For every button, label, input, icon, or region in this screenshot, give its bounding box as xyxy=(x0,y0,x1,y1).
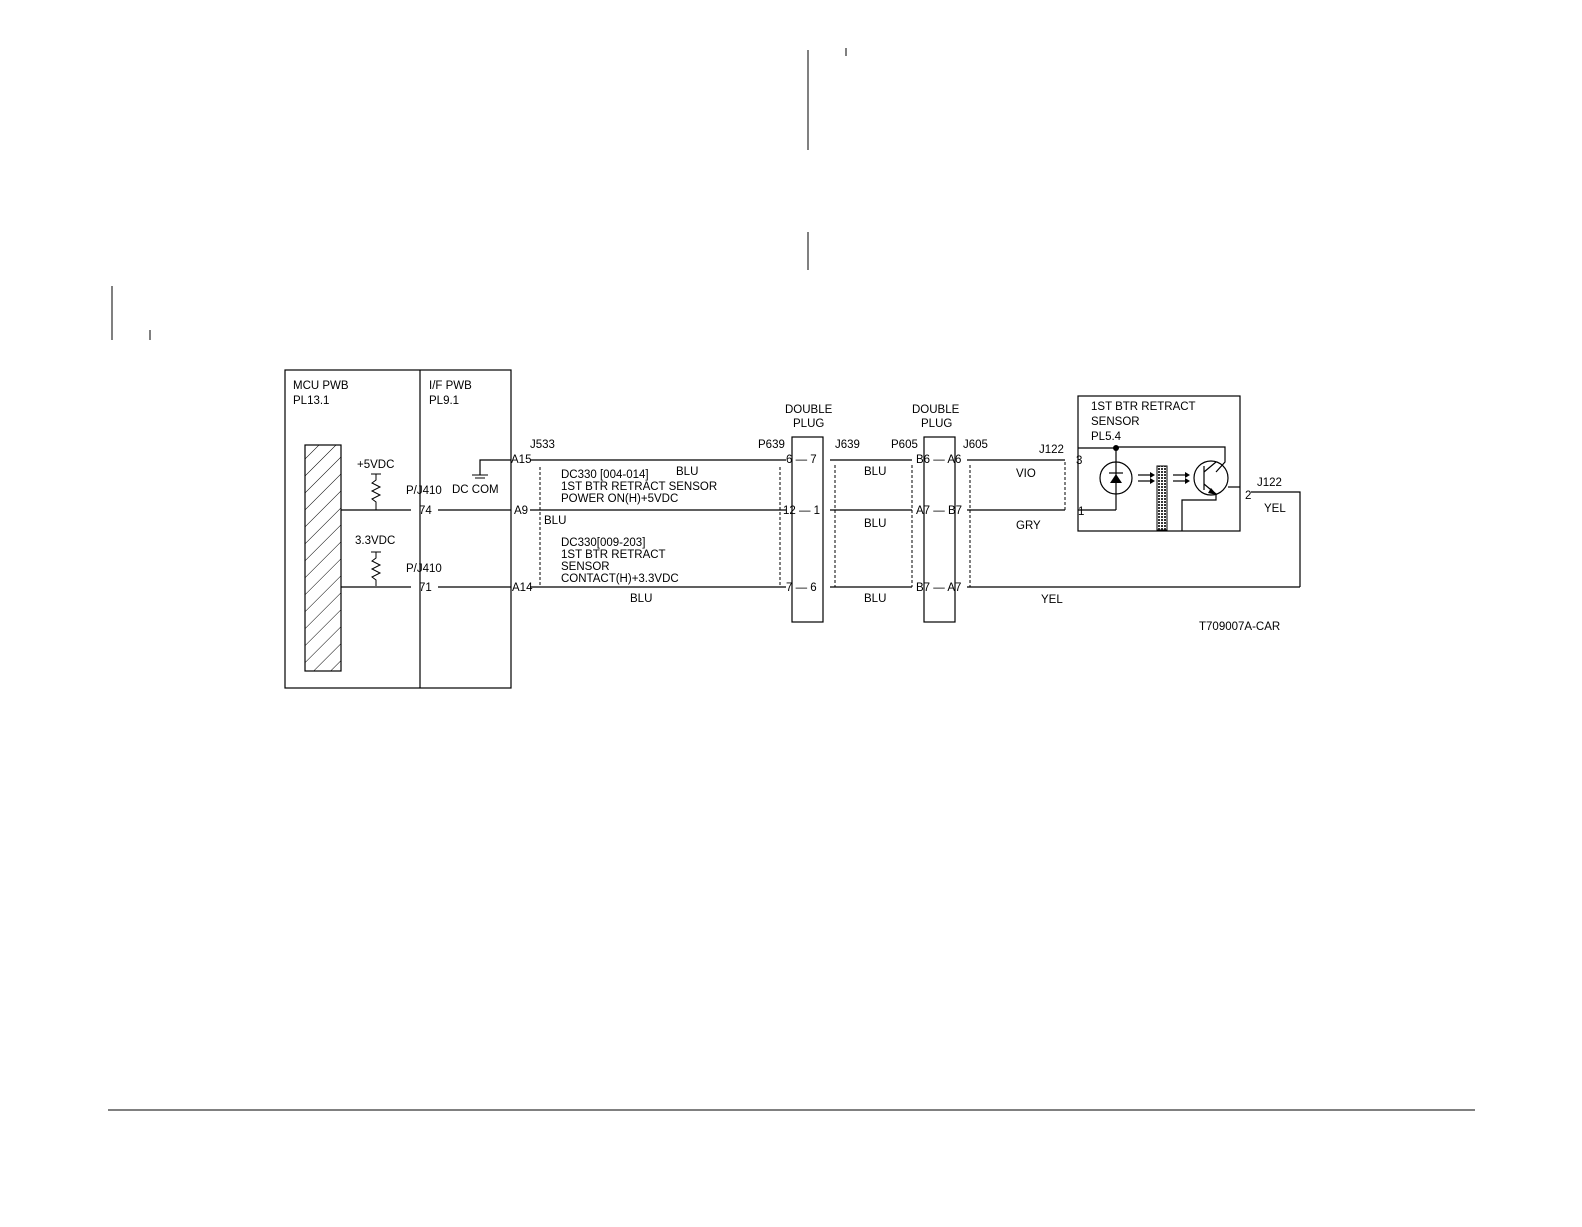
wire2-blu-bottom: BLU xyxy=(864,593,886,605)
if-board-name: I/F PWB xyxy=(429,380,472,392)
mcu-chip xyxy=(304,444,342,672)
sensor-line2: SENSOR xyxy=(1091,416,1140,428)
board-block: MCU PWB PL13.1 I/F PWB PL9.1 xyxy=(284,369,512,689)
plug2-row3: B7 — A7 xyxy=(916,582,961,594)
sensor-line1: 1ST BTR RETRACT xyxy=(1091,401,1196,413)
actuator-flag xyxy=(1156,465,1168,531)
plug1-title1: DOUBLE xyxy=(785,404,833,416)
plug2-title2: PLUG xyxy=(921,418,952,430)
mcu-board-ref: PL13.1 xyxy=(293,395,329,407)
pin-a9: A9 xyxy=(514,505,528,517)
dc-com-ground: DC COM xyxy=(452,459,511,496)
wires-segment-1 xyxy=(341,459,786,588)
plug1-title2: PLUG xyxy=(793,418,824,430)
wires-segment-2 xyxy=(830,459,913,588)
j122-right-label: J122 xyxy=(1257,477,1282,489)
pullup-5v: +5VDC xyxy=(357,459,394,510)
pin-1: 1 xyxy=(1078,506,1084,518)
wire3-yel: YEL xyxy=(1041,594,1063,606)
plug1-p-label: P639 xyxy=(758,439,785,451)
supply-3v3-label: 3.3VDC xyxy=(355,535,395,547)
dc-com-label: DC COM xyxy=(452,484,499,496)
plug1-row2: 12 — 1 xyxy=(783,505,820,517)
wire2-blu-mid: BLU xyxy=(864,518,886,530)
signal2-line2: 1ST BTR RETRACT xyxy=(561,549,666,561)
figure-id: T709007A-CAR xyxy=(1199,621,1280,633)
wire-blu-top: BLU xyxy=(676,466,698,478)
wires-segment-3 xyxy=(967,459,1301,588)
sensor-block: 1ST BTR RETRACT SENSOR PL5.4 xyxy=(1077,395,1241,532)
signal-1-text: DC330 [004-014] 1ST BTR RETRACT SENSOR P… xyxy=(561,469,717,505)
signal1-line1: DC330 [004-014] xyxy=(561,469,649,481)
wire-blu-mid: BLU xyxy=(544,515,566,527)
phototransistor-icon xyxy=(1181,460,1240,531)
mcu-board-name: MCU PWB xyxy=(293,380,349,392)
plug2-j-label: J605 xyxy=(963,439,988,451)
plug1-row3: 7 — 6 xyxy=(786,582,817,594)
j533-label: J533 xyxy=(530,439,555,451)
plug1-row1: 6 — 7 xyxy=(786,454,817,466)
signal2-line1: DC330[009-203] xyxy=(561,537,645,549)
plug1-j-label: J639 xyxy=(835,439,860,451)
wire3-gry: GRY xyxy=(1016,520,1041,532)
pin-a15: A15 xyxy=(511,454,531,466)
double-plug-1: DOUBLE PLUG P639 J639 6 — 7 12 — 1 7 — 6 xyxy=(758,404,860,623)
supply-5v-label: +5VDC xyxy=(357,459,394,471)
signal1-line2: 1ST BTR RETRACT SENSOR xyxy=(561,481,717,493)
signal1-line3: POWER ON(H)+5VDC xyxy=(561,493,678,505)
pin-3: 3 xyxy=(1076,455,1082,467)
double-plug-2: DOUBLE PLUG P605 J605 B6 — A6 A7 — B7 B7… xyxy=(891,404,988,623)
plug2-p-label: P605 xyxy=(891,439,918,451)
signal2-line3: SENSOR xyxy=(561,561,610,573)
plug2-row2: A7 — B7 xyxy=(916,505,962,517)
light-arrows-left-icon xyxy=(1138,472,1155,484)
pj410-top-label: P/J410 xyxy=(406,485,442,497)
signal2-line4: CONTACT(H)+3.3VDC xyxy=(561,573,679,585)
pin-74: 74 xyxy=(419,505,432,517)
sensor-line3: PL5.4 xyxy=(1091,431,1122,443)
signal-2-text: DC330[009-203] 1ST BTR RETRACT SENSOR CO… xyxy=(561,537,679,585)
plug2-title1: DOUBLE xyxy=(912,404,960,416)
pin-2: 2 xyxy=(1245,490,1251,502)
wire-blu-bottom: BLU xyxy=(630,593,652,605)
if-board-ref: PL9.1 xyxy=(429,395,459,407)
plug2-row1: B6 — A6 xyxy=(916,454,961,466)
pullup-3v3: 3.3VDC xyxy=(355,535,395,586)
wire2-blu-top: BLU xyxy=(864,466,886,478)
light-arrows-right-icon xyxy=(1173,472,1190,484)
pin-a14: A14 xyxy=(512,582,533,594)
j122-left-label: J122 xyxy=(1039,444,1064,456)
pin-71: 71 xyxy=(419,582,432,594)
wire3-vio: VIO xyxy=(1016,468,1036,480)
led-icon xyxy=(1099,461,1133,495)
yel-right-label: YEL xyxy=(1264,503,1286,515)
page-marks xyxy=(108,48,1475,1111)
pj410-bottom-label: P/J410 xyxy=(406,563,442,575)
